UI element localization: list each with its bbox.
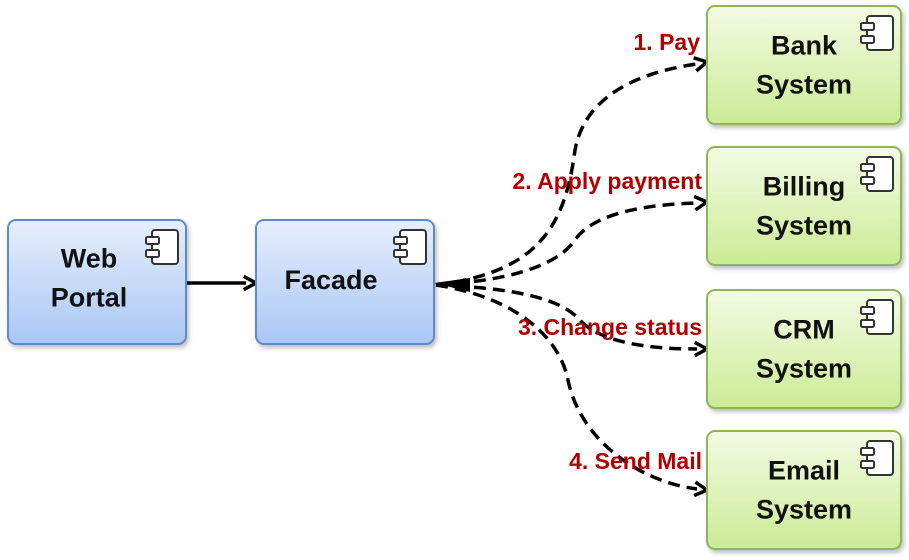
component-icon [860, 156, 894, 192]
edge-line [435, 62, 698, 287]
email-system-label-line-2: System [756, 495, 852, 525]
crm-system-node[interactable]: CRM System [706, 289, 902, 409]
arrowhead [693, 56, 711, 73]
edge-facade-to-billing-system [435, 194, 711, 287]
crm-system-box [706, 289, 902, 409]
email-system-box [706, 430, 902, 550]
edge-label-billing-system: 2. Apply payment [512, 168, 702, 194]
web-portal-box [7, 219, 187, 345]
facade-box [255, 219, 435, 345]
component-icon [860, 440, 894, 476]
edge-labels-layer: 1. Pay 2. Apply payment 3. Change status 4.… [512, 29, 702, 474]
edge-web-portal-to-facade [186, 274, 260, 292]
web-portal-label-line-1: Web [61, 244, 118, 274]
component-icon [860, 15, 894, 51]
component-icon [860, 299, 894, 335]
billing-system-box [706, 146, 902, 266]
nodes-layer: WebPortalFacadeBankSystemBillingSystemCR… [7, 5, 902, 550]
bank-system-label-line-1: Bank [771, 31, 838, 61]
edge-label-crm-system: 3. Change status [518, 314, 702, 340]
edge-label-email-system: 4. Send Mail [569, 448, 702, 474]
email-system-label-line-1: Email [768, 456, 840, 486]
component-icon [393, 229, 427, 265]
edge-line [435, 201, 698, 287]
bank-system-box [706, 5, 902, 125]
edge-line [435, 283, 698, 491]
edge-origin-marker [434, 278, 470, 292]
billing-system-label-line-2: System [756, 211, 852, 241]
facade-label-line-1: Facade [284, 265, 377, 295]
edge-label-bank-system: 1. Pay [634, 29, 701, 55]
arrowhead [693, 194, 711, 212]
crm-system-label-line-1: CRM [773, 315, 835, 345]
edge-line [435, 283, 698, 351]
billing-system-label-line-1: Billing [763, 172, 846, 202]
crm-system-label-line-2: System [756, 354, 852, 384]
component-icon [145, 229, 179, 265]
web-portal-label-line-2: Portal [51, 283, 128, 313]
facade-node[interactable]: Facade [255, 219, 435, 345]
bank-system-label-line-2: System [756, 70, 852, 100]
